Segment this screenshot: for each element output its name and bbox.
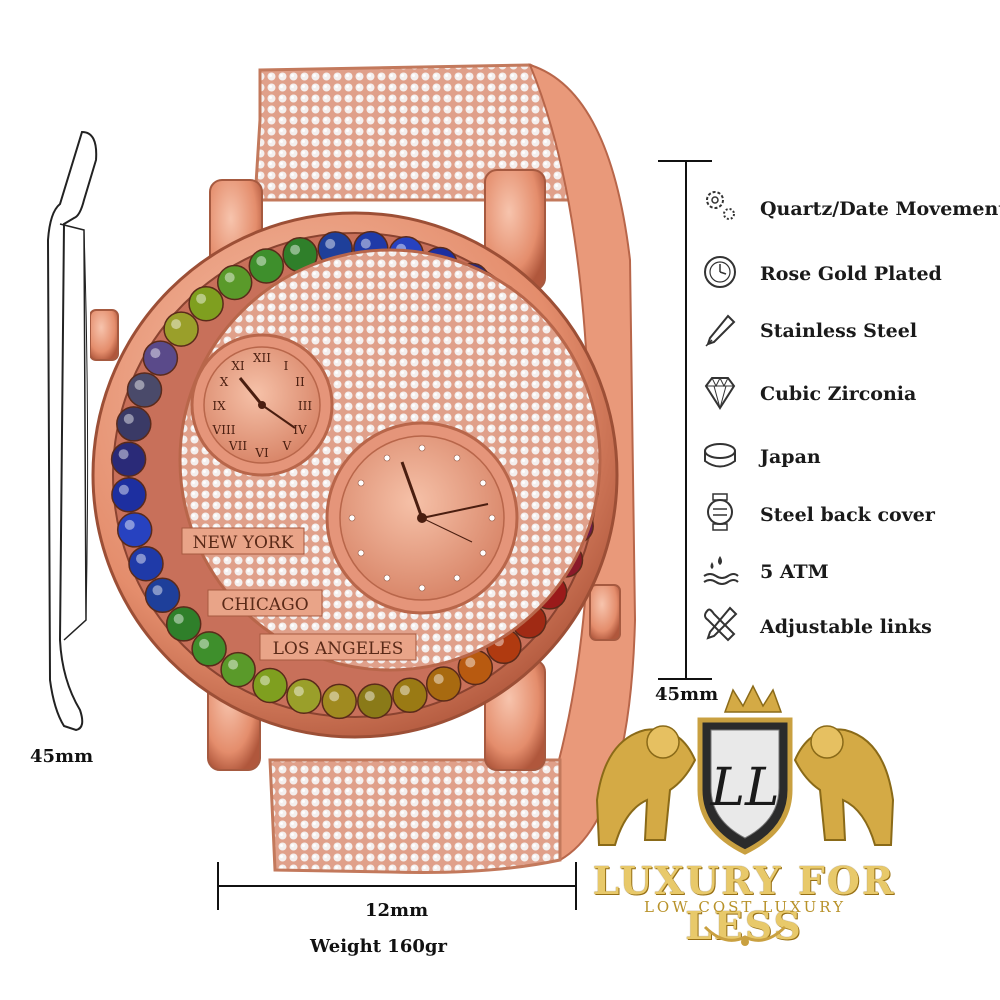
brand-name: LUXURY FOR LESS (592, 858, 896, 948)
bezel-gem-highlight (293, 686, 304, 697)
bezel-gem (191, 631, 227, 667)
water-drops-icon (703, 556, 739, 585)
svg-text:VI: VI (254, 446, 269, 460)
bezel-gem (216, 264, 253, 301)
spec-plating: Rose Gold Plated (760, 263, 942, 285)
side-height-label: 45mm (30, 746, 94, 767)
case-width-dimension-line (658, 160, 712, 680)
svg-text:X: X (220, 375, 229, 389)
watch-side-profile (46, 130, 98, 732)
bezel-gem-highlight (290, 244, 301, 255)
pen-icon (705, 314, 736, 347)
svg-text:VIII: VIII (212, 423, 236, 437)
bezel-gem (286, 678, 322, 714)
bezel-gem (248, 248, 285, 284)
svg-text:IV: IV (293, 423, 307, 437)
city-chicago: CHICAGO (221, 595, 308, 615)
bezel-gem-highlight (134, 380, 145, 390)
brand-tagline: LOW COST LUXURY (643, 898, 847, 916)
battery-icon (704, 443, 736, 468)
bezel-gem (163, 311, 199, 347)
thickness-dimension-line (217, 862, 577, 910)
gears-icon (706, 191, 735, 220)
thickness-label: 12mm (365, 900, 429, 921)
bezel-gem (188, 285, 224, 322)
bezel-gem-highlight (118, 449, 129, 460)
spec-material: Stainless Steel (760, 320, 918, 342)
bezel-gem-highlight (329, 691, 340, 702)
case-width-label: 45mm (655, 684, 719, 705)
svg-text:XII: XII (253, 351, 271, 365)
bezel-gem-highlight (171, 319, 182, 330)
weight-label: Weight 160gr (310, 936, 447, 957)
bezel-gem-highlight (260, 675, 270, 686)
bezel-gem (392, 677, 428, 714)
bezel-gem (357, 683, 393, 719)
spec-back-cover: Steel back cover (760, 504, 935, 526)
svg-text:XI: XI (231, 359, 245, 373)
svg-text:III: III (298, 399, 312, 413)
bezel-gem-highlight (465, 657, 476, 668)
spec-water-resistance: 5 ATM (760, 561, 829, 583)
svg-text:V: V (282, 439, 292, 453)
watch-face-icon (704, 256, 736, 288)
bezel-gem (220, 651, 256, 688)
bezel-gem-highlight (150, 348, 161, 359)
bezel-gem-highlight (152, 585, 163, 596)
bezel-gem-highlight (364, 691, 375, 702)
bezel-gem (321, 683, 357, 720)
bezel-gem-highlight (173, 613, 184, 624)
bezel-gem (111, 477, 147, 513)
bezel-gem-highlight (196, 293, 207, 304)
city-plaques: NEW YORK CHICAGO LOS ANGELES (181, 527, 417, 661)
bezel-gem-highlight (123, 413, 134, 424)
svg-text:I: I (284, 359, 289, 373)
city-los-angeles: LOS ANGELES (273, 639, 404, 659)
bezel-gem (126, 372, 163, 408)
spec-links: Adjustable links (760, 616, 932, 638)
spec-stones: Cubic Zirconia (760, 383, 917, 405)
bezel-gem-highlight (124, 519, 135, 530)
brand-ornament (703, 925, 787, 946)
spec-origin: Japan (760, 446, 821, 468)
bezel-gem (116, 512, 153, 548)
bezel-gem (142, 340, 179, 376)
svg-text:II: II (295, 375, 305, 389)
bezel-gem-highlight (118, 484, 129, 495)
city-new-york: NEW YORK (193, 533, 294, 553)
bezel-gem-highlight (228, 659, 239, 670)
bezel-gem (110, 441, 147, 477)
bezel-gem-highlight (256, 256, 267, 266)
diamond-icon (704, 376, 736, 410)
bezel-gem-highlight (136, 553, 146, 564)
bezel-gem-highlight (433, 674, 444, 684)
svg-text:IX: IX (212, 399, 226, 413)
brand-monogram: LL (709, 758, 779, 818)
tools-icon (704, 606, 738, 642)
watch-back-icon (707, 493, 733, 531)
svg-text:VII: VII (228, 439, 247, 453)
bezel-gem-highlight (399, 685, 410, 696)
bezel-gem (425, 666, 462, 702)
bezel-gem (116, 406, 152, 442)
spec-movement: Quartz/Date Movement (760, 198, 1000, 220)
brand-crest-logo: LL (595, 684, 895, 855)
bezel-gem (144, 577, 181, 614)
bezel-gem (252, 667, 288, 704)
bezel-gem (128, 545, 164, 582)
bezel-gem (165, 606, 202, 642)
bezel-gem-highlight (360, 238, 371, 249)
bezel-gem-highlight (199, 638, 210, 649)
bezel-gem-highlight (325, 238, 336, 249)
bezel-gem-highlight (224, 272, 235, 283)
